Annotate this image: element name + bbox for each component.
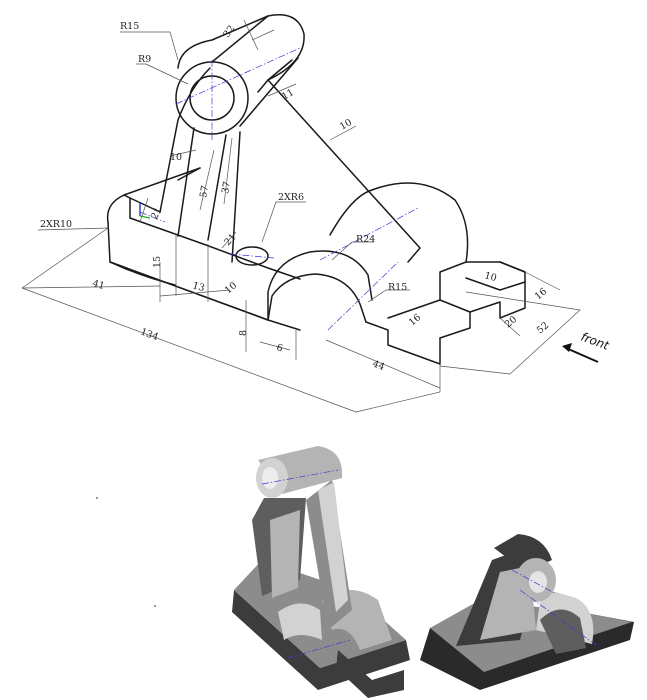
dim-37: 37 <box>220 181 233 195</box>
dim-r24: R24 <box>356 234 375 245</box>
dim-10-rib: 10 <box>338 117 354 133</box>
dim-52: 52 <box>535 320 551 336</box>
dim-21-left: 21 <box>149 206 165 222</box>
dim-15: 15 <box>152 256 163 268</box>
dim-41: 41 <box>91 278 106 292</box>
front-direction-indicator: front <box>562 330 612 363</box>
dim-10-web: 10 <box>170 152 182 163</box>
isometric-part-drawing <box>106 14 526 365</box>
front-label: front <box>579 330 612 353</box>
dim-r15-boss: R15 <box>120 21 139 32</box>
dimension-labels: R15 R9 32 11 10 10 57 37 2XR6 21 21 2XR1… <box>40 21 551 373</box>
dimension-lines <box>21 19 581 413</box>
dim-r15-saddle: R15 <box>388 282 407 293</box>
dim-44: 44 <box>371 358 386 372</box>
dim-32: 32 <box>221 24 237 40</box>
dim-16-end: 16 <box>533 286 549 302</box>
dim-134: 134 <box>139 326 160 343</box>
dim-57: 57 <box>198 185 211 199</box>
dim-10-slot: 10 <box>483 270 498 284</box>
dim-2xr10: 2XR10 <box>40 219 72 230</box>
dim-2xr6: 2XR6 <box>278 192 304 203</box>
axis-triad <box>139 202 151 219</box>
dim-16-slot: 16 <box>407 312 423 328</box>
rendered-view-front <box>420 534 634 690</box>
dim-10-hole: 10 <box>223 280 239 296</box>
rendered-view-rear <box>232 446 410 698</box>
dim-21-hole: 21 <box>222 232 238 248</box>
dim-13: 13 <box>191 280 206 294</box>
dim-8: 8 <box>238 330 249 336</box>
dim-6: 6 <box>275 342 284 354</box>
scan-dots <box>96 497 156 607</box>
dim-r9: R9 <box>138 54 151 65</box>
dim-11: 11 <box>280 87 296 103</box>
